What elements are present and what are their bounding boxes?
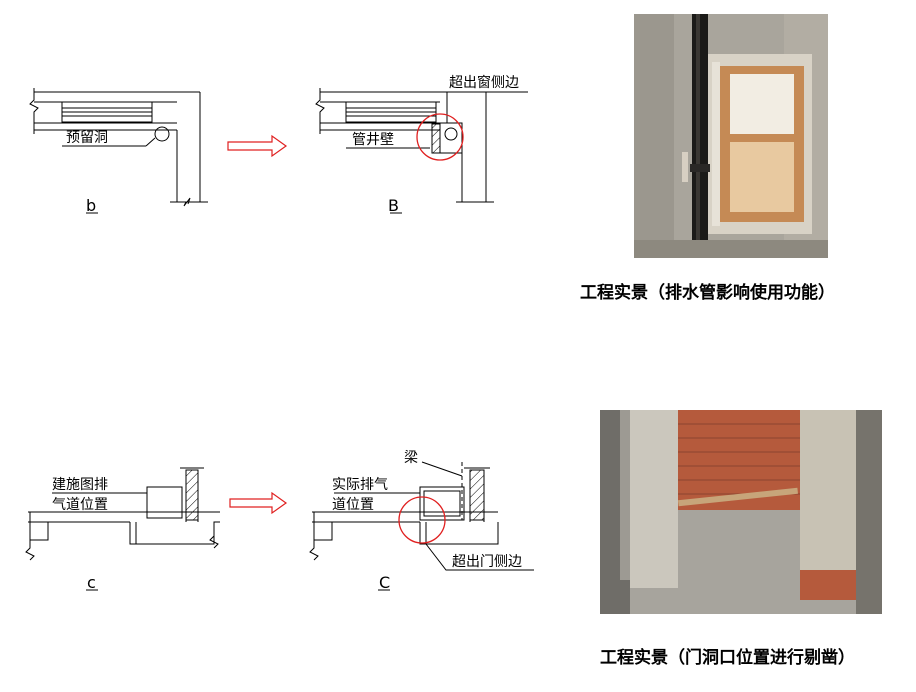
panel-b-drawing	[29, 88, 208, 214]
label-design-position-1: 建施图排	[52, 477, 108, 493]
caption-top-photo: 工程实景（排水管影响使用功能）	[580, 283, 835, 303]
panel-letter-B: B	[388, 196, 399, 215]
column-hatch-C	[469, 469, 485, 521]
label-beam: 梁	[404, 450, 418, 466]
arrow-right-icon	[227, 134, 288, 158]
panel-letter-c: c	[87, 573, 96, 592]
label-reserved-hole: 预留洞	[66, 130, 108, 146]
site-photo-door-opening	[600, 410, 882, 614]
highlight-circle	[398, 496, 446, 544]
column-hatch-c	[185, 469, 199, 521]
label-actual-position-1: 实际排气	[332, 477, 388, 493]
label-exceeds-window: 超出窗侧边	[449, 74, 519, 91]
label-shaft-wall: 管井壁	[352, 132, 394, 148]
label-design-position-2: 气道位置	[52, 497, 108, 513]
panel-letter-C: C	[379, 573, 390, 592]
highlight-circle	[416, 113, 464, 161]
label-actual-position-2: 道位置	[332, 497, 374, 513]
caption-bottom-photo: 工程实景（门洞口位置进行剔凿）	[600, 648, 855, 668]
panel-letter-b: b	[86, 196, 96, 215]
site-photo-drainpipe	[634, 14, 828, 258]
panel-C-drawing	[309, 461, 534, 591]
arrow-right-icon	[229, 491, 288, 515]
shaft-wall-hatch	[431, 123, 441, 154]
label-exceeds-door: 超出门侧边	[452, 554, 522, 570]
